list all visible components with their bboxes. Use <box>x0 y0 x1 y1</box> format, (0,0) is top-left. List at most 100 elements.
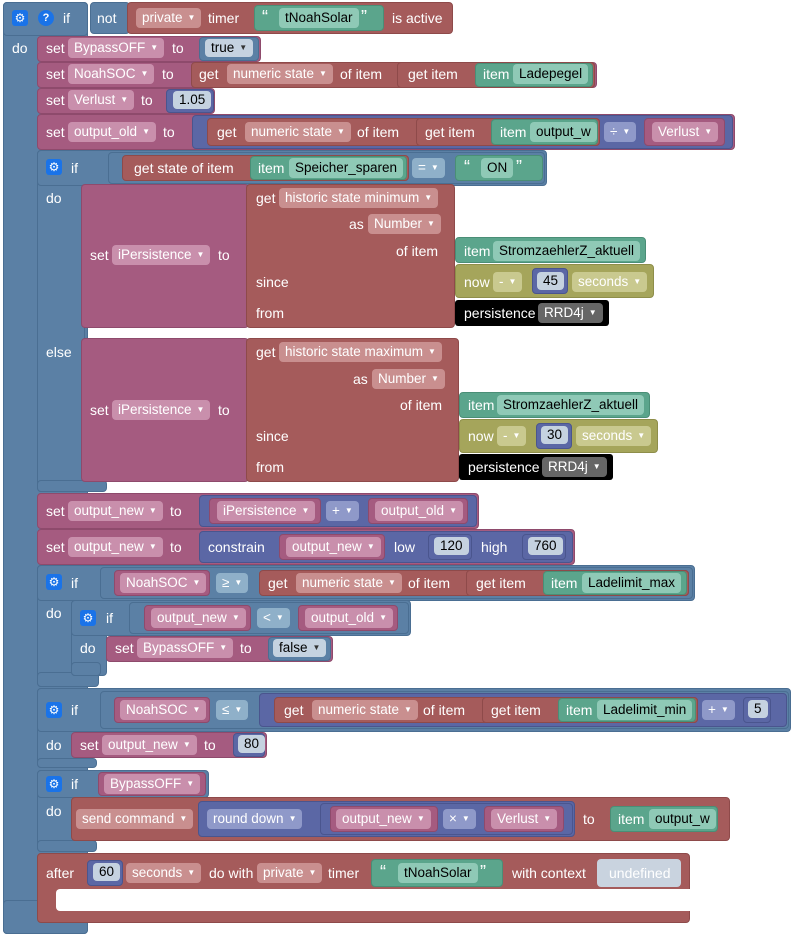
noahsoc-dropdown[interactable]: NoahSOC▼ <box>68 64 155 84</box>
quote-open: “ <box>380 862 386 882</box>
dropdown-arrow-icon: ▼ <box>182 740 191 749</box>
output-new-dropdown[interactable]: output_new ▼ <box>286 537 381 557</box>
dropdown-arrow-icon: ▼ <box>179 814 188 823</box>
noahsoc-dropdown[interactable]: NoahSOC▼ <box>120 700 207 720</box>
speicher-sparen-field[interactable]: Speicher_sparen <box>289 158 404 178</box>
number-type-dropdown[interactable]: Number▼ <box>368 214 441 234</box>
output-new-dropdown[interactable]: output_new▼ <box>68 537 163 557</box>
dropdown-arrow-icon: ▼ <box>592 462 601 471</box>
minus-operator-dropdown[interactable]: -▼ <box>497 426 527 446</box>
set-label: set <box>46 92 65 108</box>
output-new-dropdown[interactable]: output_new▼ <box>336 809 431 829</box>
bypassoff-dropdown[interactable]: BypassOFF▼ <box>68 38 165 58</box>
if-label: if <box>63 10 70 26</box>
historic-state-min-block[interactable] <box>246 184 455 328</box>
plus-operator-dropdown[interactable]: +▼ <box>326 501 359 521</box>
dropdown-arrow-icon: ▼ <box>234 578 243 587</box>
number-80-field[interactable]: 80 <box>238 735 266 753</box>
seconds-unit-dropdown[interactable]: seconds▼ <box>126 863 202 883</box>
numeric-state-dropdown[interactable]: numeric state▼ <box>296 573 402 593</box>
output-new-dropdown[interactable]: output_new▼ <box>68 501 163 521</box>
output-new-dropdown[interactable]: output_new▼ <box>151 608 246 628</box>
round-down-dropdown[interactable]: round down▼ <box>207 809 303 829</box>
stromzaehler-field[interactable]: StromzaehlerZ_aktuell <box>497 395 645 415</box>
constrain-block[interactable] <box>199 531 573 563</box>
le-operator-dropdown[interactable]: ≤▼ <box>216 700 249 720</box>
equals-operator-dropdown[interactable]: =▼ <box>412 158 445 178</box>
historic-state-min-dropdown[interactable]: historic state minimum▼ <box>279 188 439 208</box>
output-old-dropdown[interactable]: output_old▼ <box>68 122 156 142</box>
if-block-ladelimit-min-footer <box>37 758 97 768</box>
on-field[interactable]: ON <box>481 158 514 178</box>
tnoahsolar-field[interactable]: tNoahSolar <box>279 8 359 28</box>
dropdown-arrow-icon: ▼ <box>275 613 284 622</box>
seconds-unit-dropdown[interactable]: seconds▼ <box>576 426 652 446</box>
gear-icon[interactable]: ⚙ <box>46 159 62 175</box>
gear-icon[interactable]: ⚙ <box>46 776 62 792</box>
verlust-dropdown[interactable]: Verlust▼ <box>68 90 135 110</box>
output-w-field[interactable]: output_w <box>649 809 716 829</box>
output-new-dropdown[interactable]: output_new ▼ <box>102 735 197 755</box>
gear-icon[interactable]: ⚙ <box>80 610 96 626</box>
output-w-field[interactable]: output_w <box>530 122 597 142</box>
verlust-dropdown[interactable]: Verlust▼ <box>491 809 558 829</box>
rrd4j-dropdown[interactable]: RRD4j▼ <box>542 457 607 477</box>
times-operator-dropdown[interactable]: ×▼ <box>443 809 476 829</box>
gear-icon[interactable]: ⚙ <box>46 702 62 718</box>
numeric-state-text: numeric state <box>318 702 400 717</box>
output-old-dropdown[interactable]: output_old▼ <box>375 501 463 521</box>
false-dropdown[interactable]: false▼ <box>273 639 327 657</box>
bypassoff-dropdown[interactable]: BypassOFF▼ <box>137 638 234 658</box>
seconds-unit-dropdown[interactable]: seconds▼ <box>572 272 648 292</box>
number-45-field[interactable]: 45 <box>537 272 565 290</box>
private-dropdown[interactable]: private▼ <box>257 863 323 883</box>
ipersistence-dropdown[interactable]: iPersistence▼ <box>112 245 211 265</box>
number-30-field[interactable]: 30 <box>541 426 569 444</box>
plus-operator-dropdown[interactable]: +▼ <box>702 700 735 720</box>
output-new-text: output_new <box>108 737 178 752</box>
numeric-state-dropdown[interactable]: numeric state▼ <box>312 700 418 720</box>
stromzaehler-field[interactable]: StromzaehlerZ_aktuell <box>493 241 641 261</box>
send-command-dropdown[interactable]: send command▼ <box>76 809 194 829</box>
output-old-dropdown[interactable]: output_old▼ <box>305 608 393 628</box>
private-text: private <box>263 865 304 880</box>
number-type-dropdown[interactable]: Number▼ <box>372 369 445 389</box>
dropdown-arrow-icon: ▼ <box>187 868 196 877</box>
undefined-block[interactable] <box>597 859 681 887</box>
numeric-state-dropdown[interactable]: numeric state▼ <box>245 122 351 142</box>
division-operator-dropdown[interactable]: ÷▼ <box>604 122 637 142</box>
ladepegel-field[interactable]: Ladepegel <box>513 64 589 84</box>
dropdown-arrow-icon: ▼ <box>366 542 375 551</box>
number-760-field[interactable]: 760 <box>528 537 563 555</box>
dropdown-arrow-icon: ▼ <box>449 506 457 515</box>
verlust-dropdown[interactable]: Verlust▼ <box>652 122 719 142</box>
ladelimit-min-field[interactable]: Ladelimit_min <box>597 700 693 720</box>
minus-operator-dropdown[interactable]: -▼ <box>493 272 523 292</box>
if-block-speicher[interactable] <box>37 150 85 492</box>
gear-icon[interactable]: ⚙ <box>46 574 62 590</box>
private-dropdown[interactable]: private▼ <box>136 8 202 28</box>
gear-icon[interactable]: ⚙ <box>12 10 28 26</box>
number-1-05-field[interactable]: 1.05 <box>173 91 212 109</box>
true-dropdown[interactable]: true▼ <box>205 39 254 57</box>
historic-state-max-block[interactable] <box>246 338 459 482</box>
number-60-field[interactable]: 60 <box>93 863 121 881</box>
rrd4j-dropdown[interactable]: RRD4j▼ <box>538 303 603 323</box>
ipersistence-dropdown[interactable]: iPersistence▼ <box>217 501 316 521</box>
rrd4j-text: RRD4j <box>544 305 584 320</box>
ladelimit-max-field[interactable]: Ladelimit_max <box>582 573 682 593</box>
bypassoff-dropdown[interactable]: BypassOFF▼ <box>104 774 201 794</box>
noahsoc-dropdown[interactable]: NoahSOC▼ <box>120 573 207 593</box>
lt-operator-dropdown[interactable]: <▼ <box>257 608 290 628</box>
number-5-field[interactable]: 5 <box>748 700 768 718</box>
ge-operator-dropdown[interactable]: ≥▼ <box>216 573 249 593</box>
number-120-field[interactable]: 120 <box>434 537 469 555</box>
ipersistence-dropdown[interactable]: iPersistence▼ <box>112 400 211 420</box>
numeric-state-dropdown[interactable]: numeric state▼ <box>227 64 333 84</box>
output-new-text: output_new <box>292 539 362 554</box>
if-block-bypassoff-footer <box>37 840 97 852</box>
tnoahsolar-field[interactable]: tNoahSolar <box>398 863 478 883</box>
historic-state-max-dropdown[interactable]: historic state maximum▼ <box>279 342 442 362</box>
help-icon[interactable]: ? <box>38 10 54 26</box>
number-type-text: Number <box>378 371 427 386</box>
